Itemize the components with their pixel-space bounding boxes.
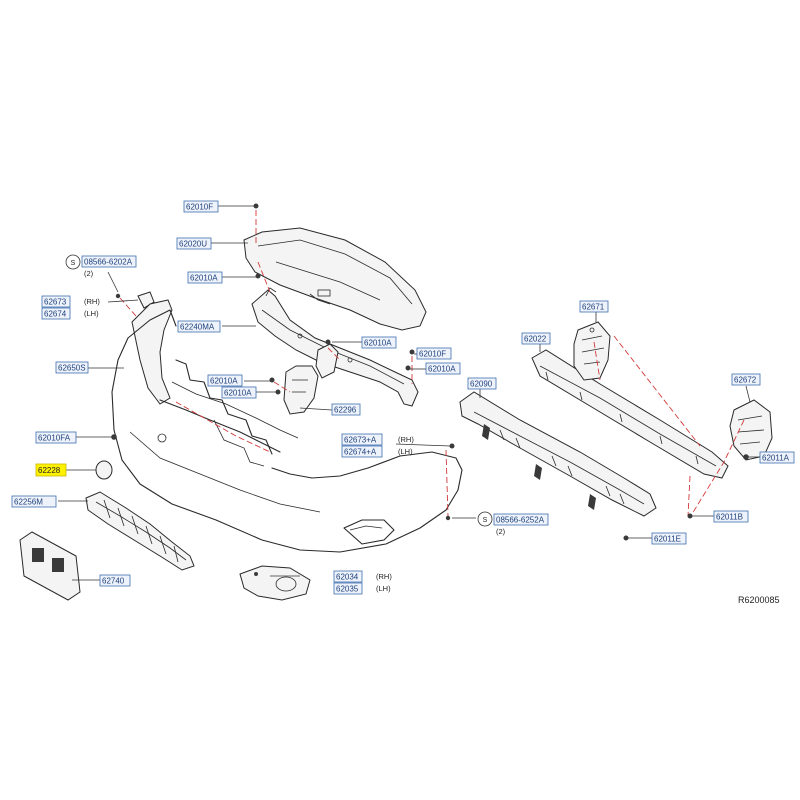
svg-text:62674: 62674 [44, 310, 67, 319]
part-label-62674A[interactable]: 62674+A [341, 445, 383, 458]
part-label-62671[interactable]: 62671 [579, 300, 609, 313]
part-label-62650S[interactable]: 62650S [55, 361, 89, 374]
side-lh-1: (LH) [84, 309, 99, 318]
side-lh-2: (LH) [398, 447, 413, 456]
svg-text:62011B: 62011B [716, 513, 743, 522]
license-bracket-62740 [19, 531, 81, 601]
part-label-62020U[interactable]: 62020U [176, 237, 212, 250]
svg-text:08566-6202A: 08566-6202A [84, 258, 133, 267]
svg-text:S: S [71, 260, 76, 267]
side-rh-1: (RH) [84, 297, 100, 306]
svg-text:62674+A: 62674+A [344, 448, 377, 457]
svg-text:S: S [483, 517, 488, 524]
side-lh-3: (LH) [376, 584, 391, 593]
svg-text:62010A: 62010A [428, 365, 456, 374]
svg-text:62010FA: 62010FA [38, 434, 71, 443]
side-rh-2: (RH) [398, 435, 414, 444]
part-label-62034[interactable]: 62034 [333, 570, 363, 583]
part-label-62010A-2[interactable]: 62010A [361, 336, 397, 349]
bumper-fascia-62650S [111, 299, 463, 553]
svg-text:62035: 62035 [336, 585, 359, 594]
svg-text:62034: 62034 [336, 573, 359, 582]
part-label-62011B[interactable]: 62011B [713, 510, 749, 523]
part-label-62673A[interactable]: 62673+A [341, 433, 383, 446]
svg-text:62672: 62672 [734, 376, 757, 385]
svg-text:62673: 62673 [44, 298, 67, 307]
assembly-lines [119, 210, 745, 517]
svg-text:62010A: 62010A [364, 339, 392, 348]
part-label-62228[interactable]: 62228 [35, 463, 67, 477]
leader-lines [58, 205, 760, 581]
center-stay-62296 [283, 343, 339, 415]
reference-code: R6200085 [738, 595, 780, 605]
part-label-62672[interactable]: 62672 [731, 373, 761, 386]
svg-text:62010F: 62010F [186, 203, 213, 212]
svg-text:62240MA: 62240MA [180, 323, 215, 332]
part-label-62010A-4[interactable]: 62010A [207, 374, 243, 387]
part-label-62240MA[interactable]: 62240MA [177, 320, 221, 333]
svg-text:62228: 62228 [38, 466, 61, 475]
fasteners [111, 203, 749, 541]
energy-absorber-62090 [459, 391, 657, 517]
svg-text:62673+A: 62673+A [344, 436, 377, 445]
svg-text:62011A: 62011A [762, 454, 790, 463]
s-symbol-6202A: S [65, 254, 81, 270]
part-label-62010F-top[interactable]: 62010F [183, 200, 219, 213]
lower-grille-62256M [85, 491, 195, 571]
part-label-62035[interactable]: 62035 [333, 582, 363, 595]
part-label-62090[interactable]: 62090 [467, 377, 497, 390]
part-label-62010F-2[interactable]: 62010F [416, 347, 452, 360]
part-label-62011A[interactable]: 62011A [759, 451, 795, 464]
s-symbol-6252A: S [477, 511, 493, 527]
svg-text:62020U: 62020U [179, 240, 207, 249]
svg-text:62010A: 62010A [224, 389, 252, 398]
part-label-62010FA[interactable]: 62010FA [35, 431, 77, 444]
tow-hook-cap-62228 [95, 460, 113, 480]
svg-text:62671: 62671 [582, 303, 605, 312]
svg-text:08566-6252A: 08566-6252A [496, 516, 545, 525]
svg-text:62256M: 62256M [14, 498, 43, 507]
part-label-62673[interactable]: 62673 [41, 295, 71, 308]
part-label-62256M[interactable]: 62256M [11, 495, 57, 508]
svg-text:62090: 62090 [470, 380, 493, 389]
part-label-62022[interactable]: 62022 [521, 332, 551, 345]
svg-text:62011E: 62011E [654, 535, 681, 544]
part-label-62010A-1[interactable]: 62010A [187, 271, 223, 284]
svg-text:62650S: 62650S [58, 364, 86, 373]
qty-6252A: (2) [496, 527, 506, 536]
part-label-08566-6252A[interactable]: 08566-6252A [493, 513, 549, 526]
part-label-62296[interactable]: 62296 [331, 403, 361, 416]
side-rh-3: (RH) [376, 572, 392, 581]
bracket-62672 [729, 399, 773, 461]
svg-text:62010F: 62010F [419, 350, 446, 359]
part-label-62740[interactable]: 62740 [99, 574, 131, 587]
svg-text:62010A: 62010A [190, 274, 218, 283]
part-label-62010A-5[interactable]: 62010A [221, 386, 257, 399]
part-label-62674[interactable]: 62674 [41, 307, 71, 320]
fog-cover-62034 [239, 565, 311, 601]
svg-text:62010A: 62010A [210, 377, 238, 386]
upper-cover-62020U [243, 227, 427, 331]
part-label-08566-6202A[interactable]: 08566-6202A [81, 255, 137, 268]
part-label-62010A-3[interactable]: 62010A [425, 362, 461, 375]
svg-text:62296: 62296 [334, 406, 357, 415]
bracket-62671 [573, 321, 611, 381]
qty-6202A: (2) [84, 269, 94, 278]
part-label-62011E[interactable]: 62011E [651, 532, 687, 545]
svg-text:62740: 62740 [102, 577, 125, 586]
svg-text:62022: 62022 [524, 335, 547, 344]
